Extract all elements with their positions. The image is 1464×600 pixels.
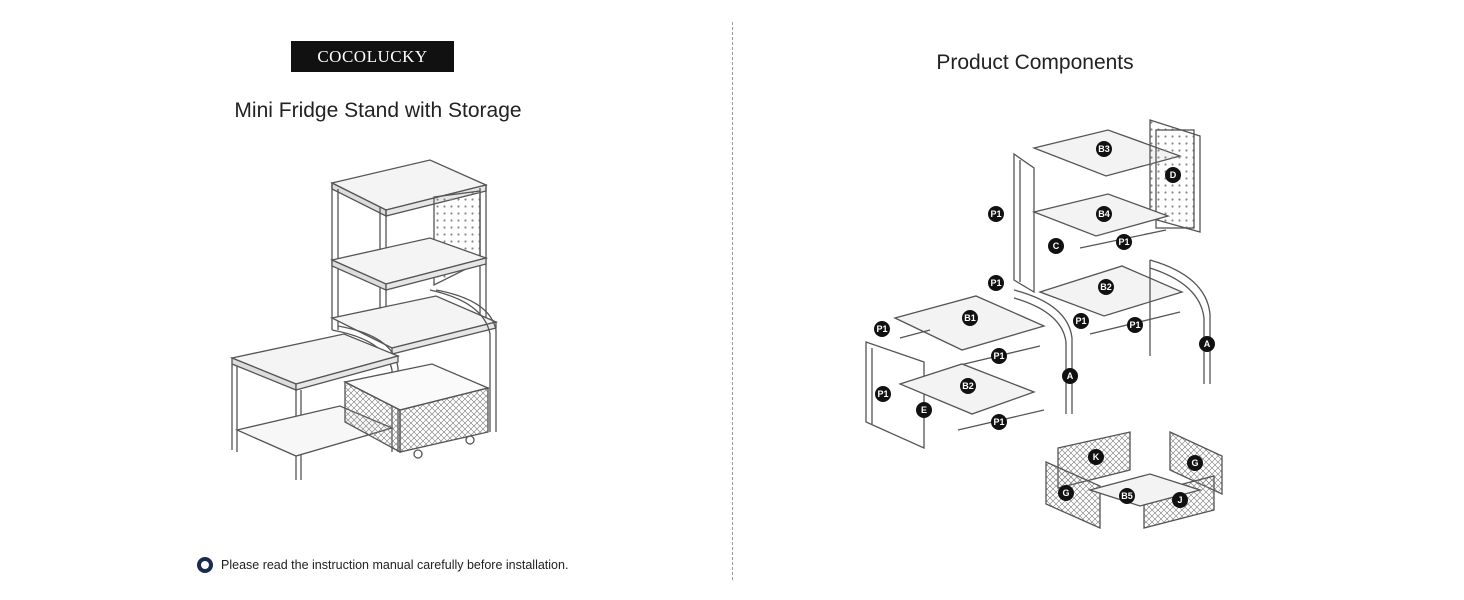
svg-text:P1: P1 <box>1129 320 1140 330</box>
svg-text:P1: P1 <box>993 351 1004 361</box>
label-g-left: G <box>1058 485 1074 501</box>
label-p1-b: P1 <box>1116 234 1132 250</box>
product-title: Mini Fridge Stand with Storage <box>234 99 522 122</box>
svg-text:B3: B3 <box>1098 144 1110 154</box>
label-p1-h: P1 <box>875 386 891 402</box>
svg-text:G: G <box>1062 488 1069 498</box>
label-g-right: G <box>1187 455 1203 471</box>
label-p1-e: P1 <box>1127 317 1143 333</box>
page-divider <box>732 22 733 580</box>
svg-text:P1: P1 <box>876 324 887 334</box>
label-k: K <box>1088 449 1104 465</box>
label-p1-i: P1 <box>991 414 1007 430</box>
svg-text:E: E <box>921 405 927 415</box>
label-b1: B1 <box>962 310 978 326</box>
label-a-mid: A <box>1062 368 1078 384</box>
svg-text:B1: B1 <box>964 313 976 323</box>
label-b4: B4 <box>1096 206 1112 222</box>
svg-text:J: J <box>1177 495 1182 505</box>
svg-text:P1: P1 <box>1118 237 1129 247</box>
label-p1-c: P1 <box>988 275 1004 291</box>
label-j: J <box>1172 492 1188 508</box>
svg-text:K: K <box>1093 452 1100 462</box>
label-e: E <box>916 402 932 418</box>
components-title: Product Components <box>936 51 1134 74</box>
label-d: D <box>1165 167 1181 183</box>
svg-text:D: D <box>1170 170 1177 180</box>
label-p1-d: P1 <box>1073 313 1089 329</box>
label-p1-f: P1 <box>874 321 890 337</box>
svg-text:P1: P1 <box>877 389 888 399</box>
svg-text:P1: P1 <box>990 209 1001 219</box>
svg-text:C: C <box>1053 241 1060 251</box>
svg-text:A: A <box>1204 339 1211 349</box>
svg-text:P1: P1 <box>1075 316 1086 326</box>
label-b2-top: B2 <box>1098 279 1114 295</box>
svg-text:B4: B4 <box>1098 209 1110 219</box>
label-a-right: A <box>1199 336 1215 352</box>
svg-text:P1: P1 <box>990 278 1001 288</box>
label-c: C <box>1048 238 1064 254</box>
svg-text:G: G <box>1191 458 1198 468</box>
label-p1-a: P1 <box>988 206 1004 222</box>
notice-text: Please read the instruction manual caref… <box>221 558 569 572</box>
svg-text:B2: B2 <box>962 381 974 391</box>
label-b2-low: B2 <box>960 378 976 394</box>
svg-text:P1: P1 <box>993 417 1004 427</box>
svg-text:B2: B2 <box>1100 282 1112 292</box>
brand-logo: COCOLUCKY <box>291 41 454 72</box>
svg-text:B5: B5 <box>1121 491 1133 501</box>
label-b5: B5 <box>1119 488 1135 504</box>
instruction-notice: Please read the instruction manual caref… <box>197 557 568 573</box>
svg-text:A: A <box>1067 371 1074 381</box>
label-b3: B3 <box>1096 141 1112 157</box>
label-p1-g: P1 <box>991 348 1007 364</box>
info-icon <box>197 557 213 573</box>
